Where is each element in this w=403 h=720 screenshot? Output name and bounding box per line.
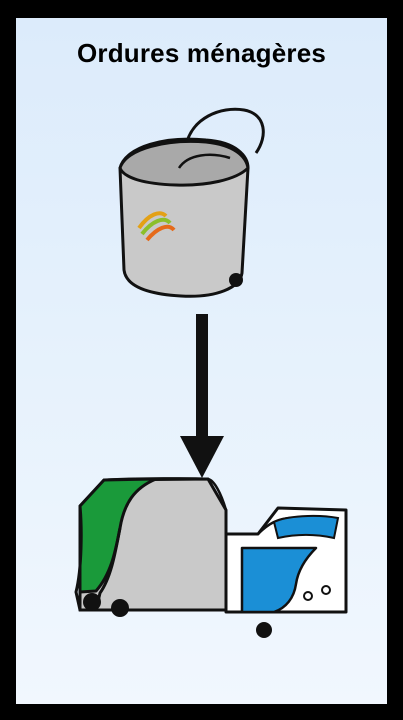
down-arrow-icon bbox=[180, 314, 224, 478]
panel-title: Ordures ménagères bbox=[76, 38, 327, 68]
wheeled-waste-bin-icon bbox=[118, 107, 265, 298]
info-panel: Ordures ménagères bbox=[16, 18, 387, 704]
garbage-truck-icon bbox=[74, 477, 348, 638]
